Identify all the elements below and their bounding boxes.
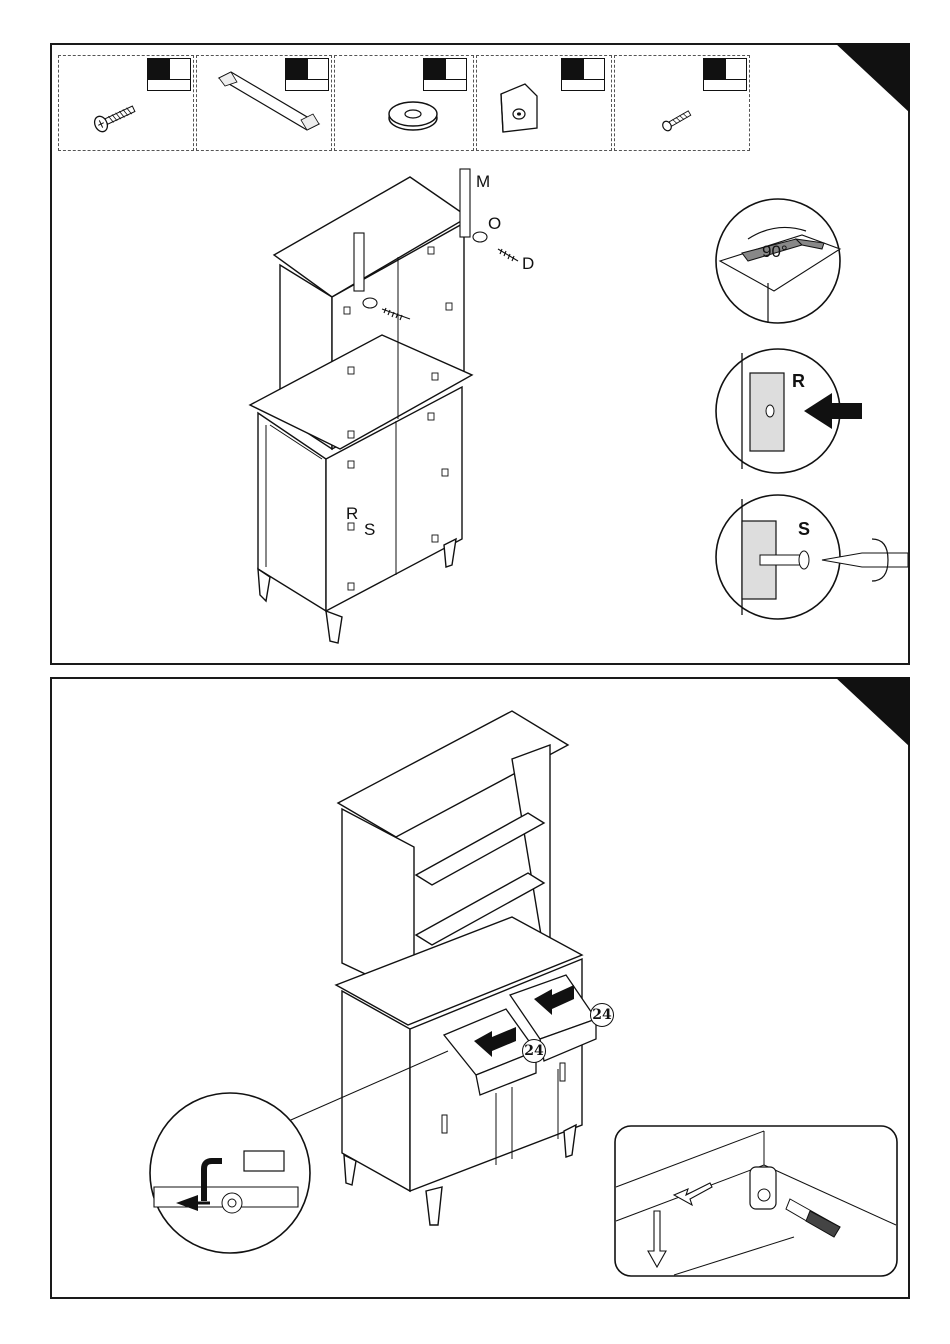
step-1-panel: M O D R S 90° R S <box>50 43 910 665</box>
drawer-label-badge: 24 <box>522 1039 546 1063</box>
detail-hinge-box <box>614 1125 900 1279</box>
detail-screw-circle <box>712 487 912 637</box>
drawer-label-badge: 24 <box>590 1003 614 1027</box>
strap-label: M <box>476 173 490 190</box>
bracket-label: R <box>346 505 358 522</box>
step-2-panel: 24 24 <box>50 677 910 1299</box>
detail-screw-label: S <box>798 521 810 538</box>
angle-label: 90° <box>762 243 788 260</box>
detail-angle-circle <box>712 195 852 335</box>
detail-slide-circle <box>148 1091 318 1261</box>
bracket-screw-label: S <box>364 521 375 538</box>
detail-bracket-label: R <box>792 373 805 390</box>
screw-label: D <box>522 255 534 272</box>
detail-bracket-circle <box>712 341 872 491</box>
washer-label: O <box>488 215 501 232</box>
